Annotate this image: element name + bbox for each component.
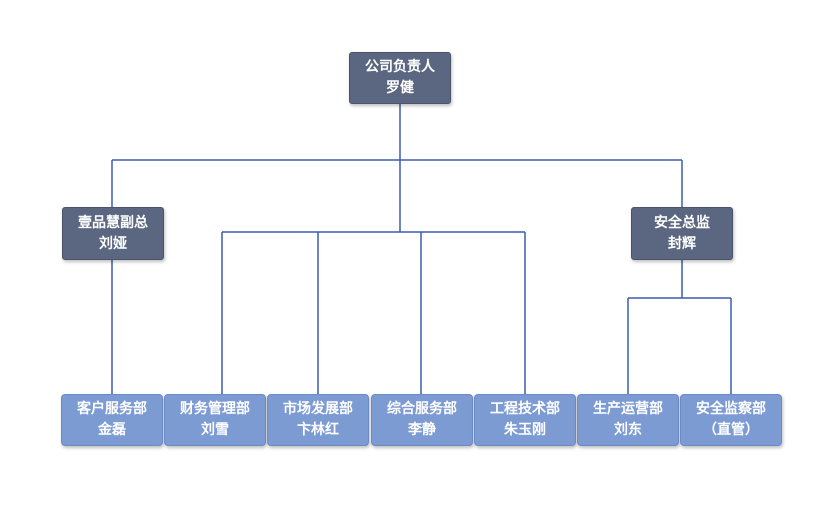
node-dept-general-services[interactable]: 综合服务部 李静: [371, 394, 473, 446]
node-dept-market-development[interactable]: 市场发展部 卞林红: [267, 394, 369, 446]
dept-title: 安全监察部: [696, 401, 766, 417]
node-vp-right-name: 封辉: [668, 235, 696, 252]
dept-title: 客户服务部: [77, 401, 147, 417]
node-root[interactable]: 公司负责人 罗健: [349, 52, 451, 104]
dept-head: 卞林红: [297, 422, 339, 438]
node-dept-production-operations[interactable]: 生产运营部 刘东: [577, 394, 679, 446]
dept-head: 金磊: [98, 422, 126, 438]
node-root-title: 公司负责人: [365, 59, 435, 75]
dept-title: 工程技术部: [490, 401, 560, 417]
node-vp-right[interactable]: 安全总监 封辉: [631, 207, 733, 260]
dept-title: 市场发展部: [283, 401, 353, 417]
node-vp-left[interactable]: 壹品慧副总 刘娅: [62, 207, 164, 260]
dept-title: 综合服务部: [387, 401, 457, 417]
node-vp-left-name: 刘娅: [99, 235, 127, 252]
node-dept-finance[interactable]: 财务管理部 刘雪: [164, 394, 266, 446]
dept-head: 朱玉刚: [504, 422, 546, 438]
dept-head: 刘东: [614, 422, 642, 438]
node-vp-left-title: 壹品慧副总: [78, 214, 148, 231]
dept-title: 财务管理部: [180, 401, 250, 417]
dept-head: 李静: [408, 422, 436, 438]
node-vp-right-title: 安全总监: [654, 214, 710, 231]
node-dept-engineering[interactable]: 工程技术部 朱玉刚: [474, 394, 576, 446]
node-root-name: 罗健: [386, 80, 414, 96]
dept-title: 生产运营部: [593, 401, 663, 417]
node-dept-safety-supervision[interactable]: 安全监察部 （直管）: [680, 394, 782, 446]
dept-head: 刘雪: [201, 422, 229, 438]
node-dept-customer-service[interactable]: 客户服务部 金磊: [61, 394, 163, 446]
dept-head: （直管）: [703, 422, 759, 438]
